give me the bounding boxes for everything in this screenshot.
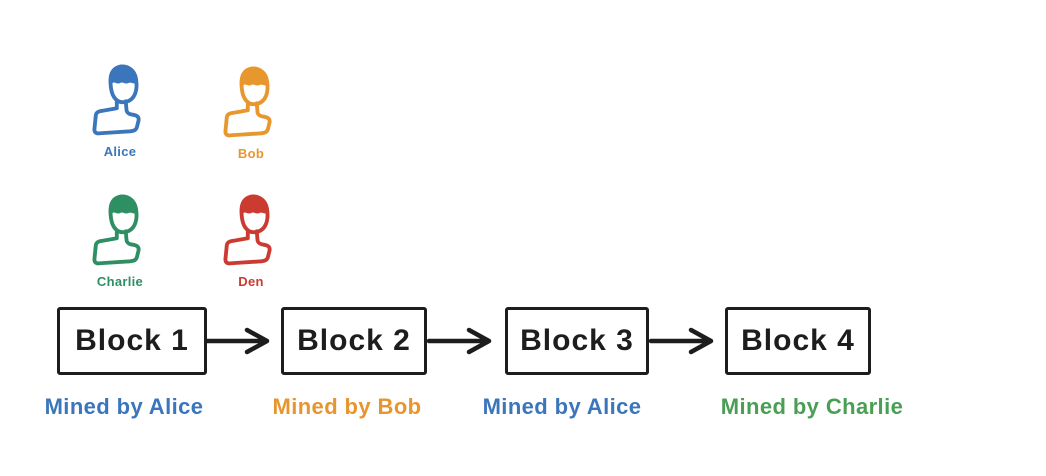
block-2: Block 2 [281,307,427,375]
miner-name: Alice [103,144,137,159]
person-icon [88,58,152,140]
block-3: Block 3 [505,307,649,375]
mined-by-label-2: Mined by Bob [272,394,422,419]
block-label: Block 4 [741,324,855,357]
miner-charlie: Charlie [85,188,155,289]
mined-by-label-3: Mined by Alice [482,394,642,419]
miner-name: Charlie [96,274,144,289]
mined-by-label-4: Mined by Charlie [720,394,904,419]
person-icon [219,188,283,270]
block-4: Block 4 [725,307,871,375]
miner-den: Den [216,188,286,289]
arrow-icon [649,326,727,356]
arrow-icon [427,326,505,356]
person-icon [219,60,283,142]
miner-name: Bob [237,146,265,161]
miner-name: Den [238,274,264,289]
block-label: Block 1 [75,324,189,357]
block-1: Block 1 [57,307,207,375]
block-label: Block 3 [520,324,634,357]
person-icon [88,188,152,270]
arrow-icon [205,326,283,356]
miner-alice: Alice [85,58,155,159]
block-label: Block 2 [297,324,411,357]
miner-bob: Bob [216,60,286,161]
mined-by-label-1: Mined by Alice [44,394,204,419]
